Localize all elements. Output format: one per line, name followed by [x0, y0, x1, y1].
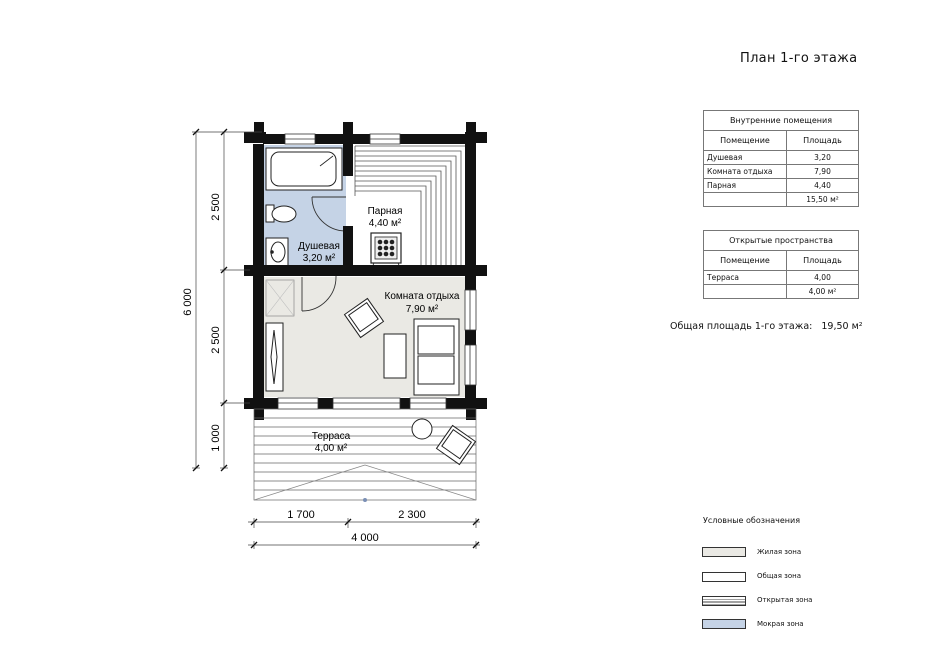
interior-rooms-table: Внутренние помещения Помещение Площадь Д…: [703, 110, 859, 207]
legend-title: Условные обозначения: [703, 516, 801, 525]
table-row: Душевая 3,20: [703, 150, 859, 165]
total-area-line: Общая площадь 1-го этажа: 19,50 м²: [670, 321, 863, 332]
cell-area: 7,90: [786, 164, 859, 179]
dim-total-width: 4 000: [351, 532, 379, 544]
legend-label-open: Открытая зона: [757, 596, 813, 604]
cell-area: 4,00: [786, 270, 859, 285]
bathtub: [265, 147, 343, 191]
legend-label-living: Жилая зона: [757, 548, 802, 556]
open-header-area: Площадь: [786, 250, 859, 271]
table-row: Комната отдыха 7,90: [703, 164, 859, 179]
sink: [265, 237, 289, 267]
table-total-row: 4,00 м²: [703, 284, 859, 299]
lounge-area: 7,90 м²: [406, 304, 439, 315]
legend-swatch-open: [702, 596, 746, 606]
dimension-ticks: [192, 128, 480, 549]
cell-area: 4,40: [786, 178, 859, 193]
cell-room: Терраса: [703, 270, 787, 285]
windows: [277, 133, 477, 410]
table-total-row: 15,50 м²: [703, 192, 859, 207]
table-row: Парная 4,40: [703, 178, 859, 193]
shower-area: 3,20 м²: [303, 253, 336, 264]
interior-header-area: Площадь: [786, 130, 859, 151]
lounge-furniture: [265, 279, 460, 396]
dim-middle-section: 2 500: [210, 326, 222, 354]
cell-room: Душевая: [703, 150, 787, 165]
page-title: План 1-го этажа: [740, 51, 858, 66]
cell-room: Парная: [703, 178, 787, 193]
interior-table-title: Внутренние помещения: [703, 110, 859, 131]
open-total: 4,00 м²: [786, 284, 859, 299]
open-table-title: Открытые пространства: [703, 230, 859, 251]
open-spaces-table: Открытые пространства Помещение Площадь …: [703, 230, 859, 299]
total-area-label: Общая площадь 1-го этажа:: [670, 321, 813, 332]
legend-label-common: Общая зона: [757, 572, 802, 580]
interior-header-room: Помещение: [703, 130, 787, 151]
legend-swatch-living: [702, 547, 746, 557]
terrace-furniture: [411, 418, 477, 466]
steam-room-floor: [346, 145, 466, 265]
table-row: Терраса 4,00: [703, 270, 859, 285]
dim-top-section: 2 500: [210, 193, 222, 221]
lounge-label: Комната отдыха: [385, 291, 460, 302]
legend-swatch-common: [702, 572, 746, 582]
shower-label: Душевая: [298, 241, 340, 252]
cell-room: Комната отдыха: [703, 164, 787, 179]
steam-room-label: Парная: [368, 206, 403, 217]
legend-label-wet: Мокрая зона: [757, 620, 804, 628]
dim-terrace-depth: 1 000: [210, 424, 222, 452]
toilet: [265, 204, 297, 223]
total-area-value: 19,50 м²: [821, 321, 863, 332]
stove: [366, 232, 406, 273]
terrace-deck: [253, 408, 477, 502]
steam-room-area: 4,40 м²: [369, 218, 402, 229]
legend-swatch-wet: [702, 619, 746, 629]
dim-overall-height: 6 000: [182, 288, 194, 316]
terrace-label: Терраса: [312, 431, 351, 442]
dim-left-width: 1 700: [287, 509, 315, 521]
terrace-area: 4,00 м²: [315, 443, 348, 454]
dim-right-width: 2 300: [398, 509, 426, 521]
cell-area: 3,20: [786, 150, 859, 165]
interior-total: 15,50 м²: [786, 192, 859, 207]
open-header-room: Помещение: [703, 250, 787, 271]
